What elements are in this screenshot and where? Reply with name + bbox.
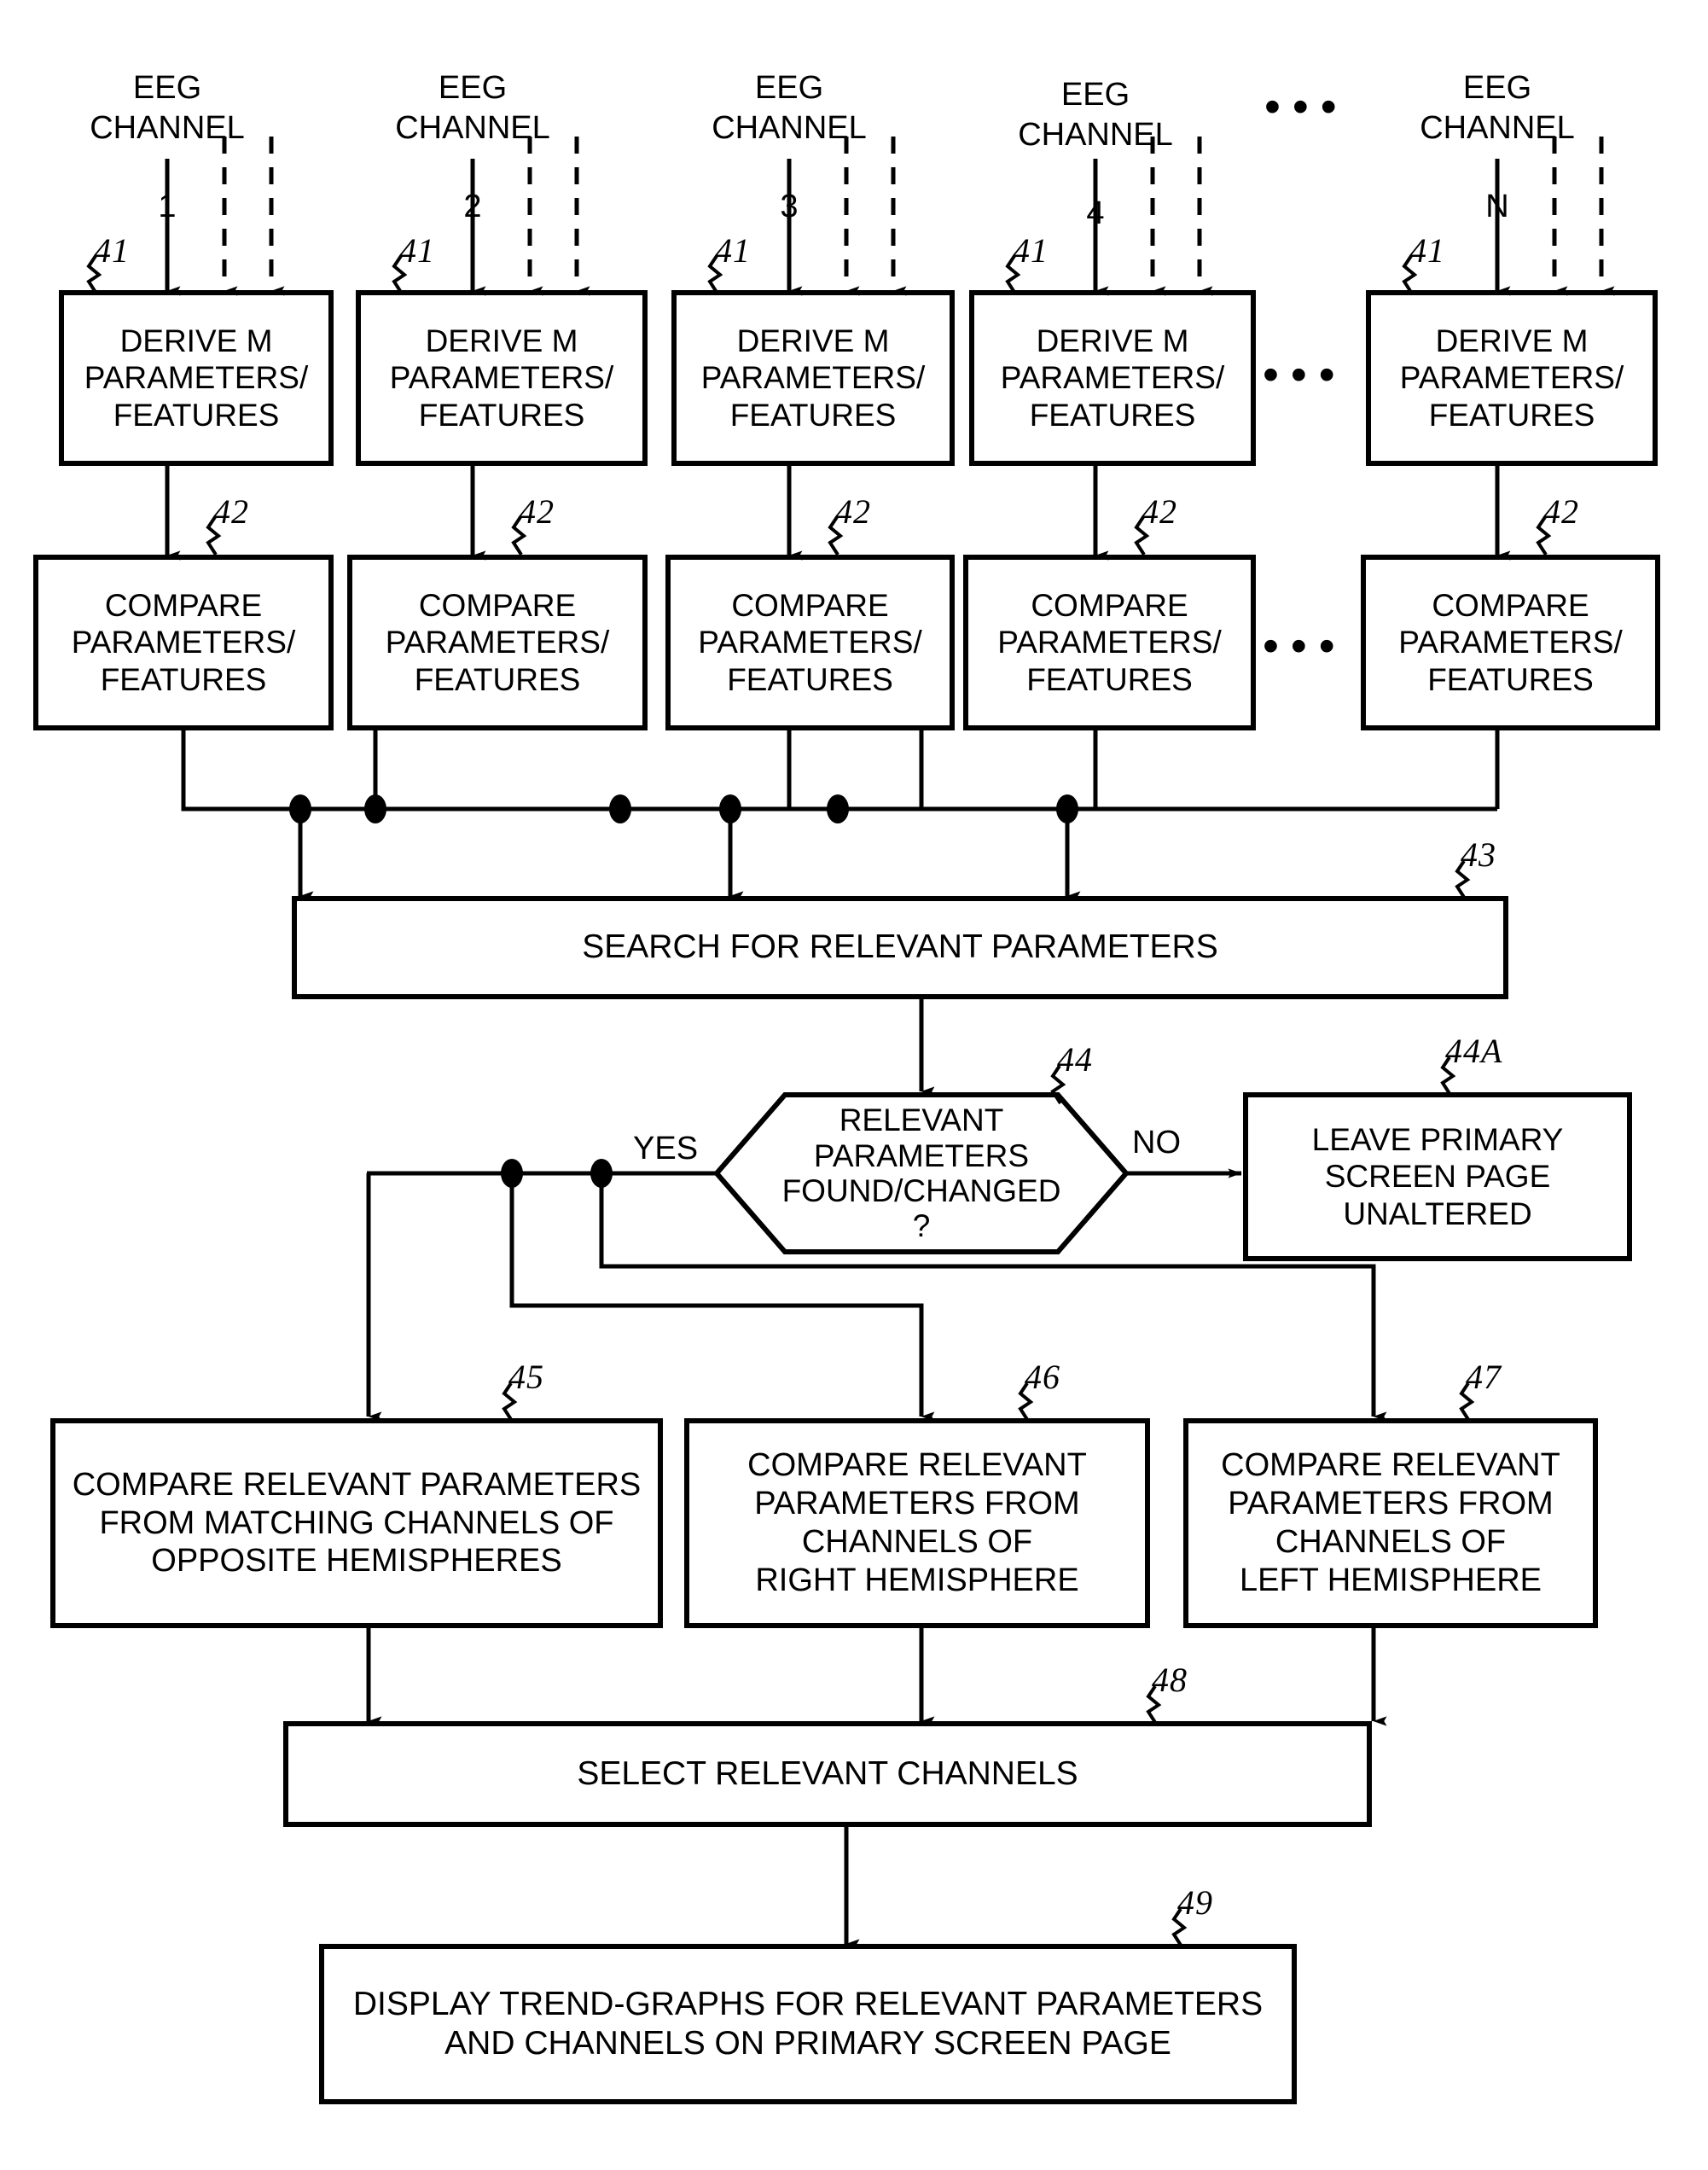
display-box [319,1944,1297,2104]
compare-box-1 [33,555,334,730]
ref-number-41-N: 41 [1409,231,1445,270]
ref-leader-42-lines [206,515,1552,556]
ref-number-42-N: 42 [1543,492,1579,531]
channel-header-3-number: 3 [780,189,799,225]
channel-header-1-number: 1 [158,189,177,225]
ref-leader-49-line [1171,1907,1188,1948]
bus-junction-dots [289,794,1078,823]
ref-leader-44A-line [1440,1056,1456,1097]
derive-box-2 [356,290,648,466]
compare-box-4 [963,555,1256,730]
select-box [283,1721,1372,1827]
compare-box-2 [347,555,648,730]
ref-leader-43-line [1455,859,1471,900]
compare-right-hemisphere-box [684,1418,1150,1628]
ellipsis-derive-row: ••• [1263,349,1347,400]
ref-number-42-3: 42 [835,492,871,531]
derive-box-N [1366,290,1658,466]
channel-header-4-title: EEG CHANNEL [1018,77,1173,153]
channel-header-3: EEG CHANNEL 3 [704,29,874,266]
derive-box-3 [671,290,955,466]
channel-header-N: EEG CHANNEL N [1412,29,1583,266]
ref-number-42-2: 42 [519,492,555,531]
ref-leader-48-line [1146,1684,1162,1725]
no-branch-label: NO [1132,1125,1181,1161]
channel-1-feed-arrows [165,137,285,296]
search-box [292,896,1508,999]
ref-number-41-4: 41 [1013,231,1049,270]
yes-branch-label: YES [633,1131,699,1166]
ref-leader-45-47-lines [502,1382,1475,1422]
ellipsis-channel-row: ••• [1264,81,1349,132]
ref-number-48: 48 [1152,1661,1188,1699]
derive-box-4 [969,290,1256,466]
channel-3-feed-arrows [787,137,907,296]
ref-number-44: 44 [1057,1040,1093,1079]
channel-header-1: EEG CHANNEL 1 [82,29,253,266]
compare-opposite-hemispheres-box [50,1418,663,1628]
ellipsis-compare-row: ••• [1263,620,1347,672]
channel-header-4-number: 4 [1086,195,1105,232]
yes-branch-junction-dots [501,1159,613,1188]
yes-branch [366,1171,1387,1422]
ref-number-44A: 44A [1445,1032,1503,1070]
ref-number-49: 49 [1177,1883,1213,1922]
ref-number-41-3: 41 [715,231,751,270]
derive-box-1 [59,290,334,466]
ref-leader-44-line [1050,1064,1066,1105]
channel-header-2-title: EEG CHANNEL [395,70,550,146]
channel-header-3-title: EEG CHANNEL [712,70,867,146]
decision-hexagon [713,1092,1130,1254]
ref-number-41-1: 41 [94,231,130,270]
channel-2-feed-arrows [470,137,590,296]
channel-header-4: EEG CHANNEL 4 [1010,36,1181,273]
channel-header-1-title: EEG CHANNEL [90,70,245,146]
channel-header-N-number: N [1485,189,1509,225]
ref-number-41-2: 41 [399,231,435,270]
compare-box-3 [665,555,955,730]
ref-number-46: 46 [1025,1358,1060,1396]
channel-N-feed-arrows [1495,137,1615,296]
channel-header-N-title: EEG CHANNEL [1420,70,1575,146]
ref-number-45: 45 [508,1358,544,1396]
ref-number-42-4: 42 [1142,492,1177,531]
channel-4-feed-arrows [1093,137,1213,296]
ref-number-43: 43 [1461,835,1496,874]
ref-number-47: 47 [1466,1358,1502,1396]
unaltered-box [1243,1092,1632,1261]
channel-header-2-number: 2 [463,189,482,225]
ref-number-42-1: 42 [213,492,249,531]
compare-left-hemisphere-box [1183,1418,1598,1628]
compare-box-N [1361,555,1660,730]
ref-leader-41-lines [86,254,1418,295]
channel-header-2: EEG CHANNEL 2 [387,29,558,266]
